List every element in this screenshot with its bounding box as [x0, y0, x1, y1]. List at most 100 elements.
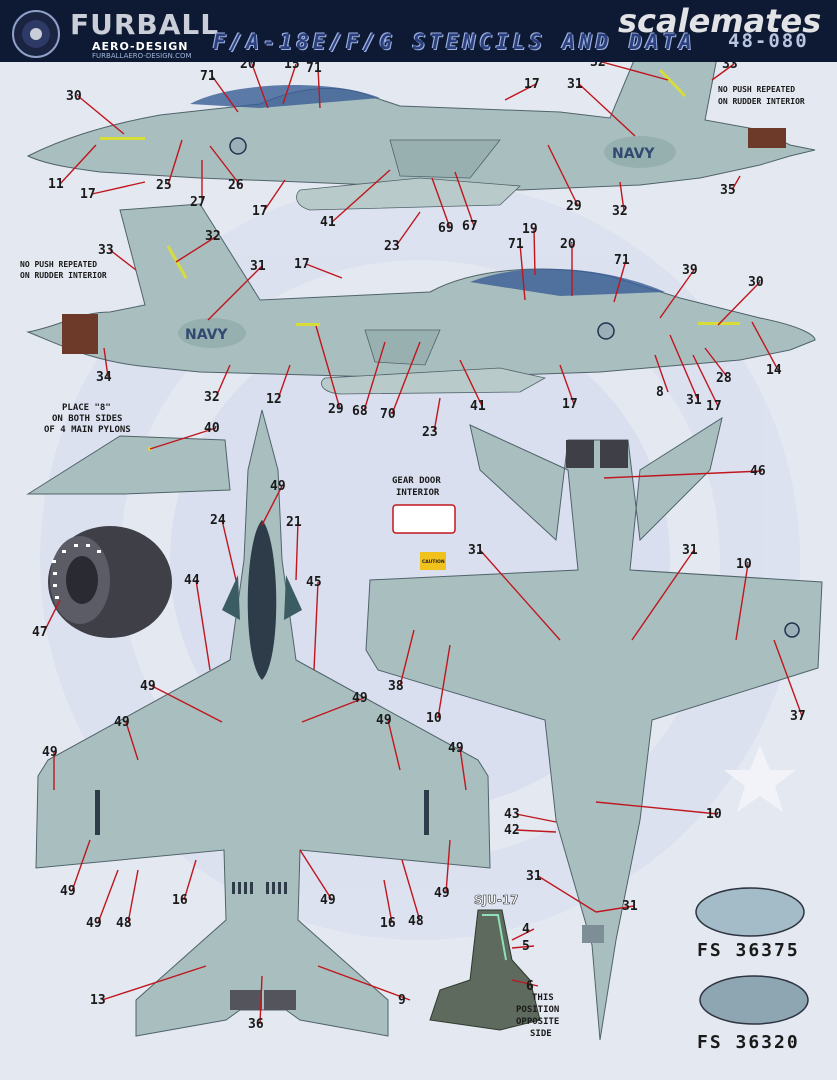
callout-leader	[305, 263, 343, 279]
callout-leader	[183, 859, 197, 901]
callout-leader	[631, 549, 695, 641]
callout-number: 31	[250, 259, 266, 274]
brand-name: FURBALL	[70, 8, 220, 41]
sheet-title: F/A-18E/F/G STENCILS AND DATA	[213, 30, 696, 54]
callout-leader	[299, 849, 333, 901]
callout-number: 23	[384, 239, 400, 254]
callout-leader	[151, 685, 223, 723]
svg-text:INTERIOR: INTERIOR	[396, 488, 440, 498]
callout-number: 49	[434, 886, 450, 901]
callout-leader	[735, 563, 749, 641]
callout-number: 26	[228, 178, 244, 193]
callout-number: 8	[656, 385, 664, 400]
callout-number: 70	[380, 407, 396, 422]
callout-leader	[317, 67, 321, 109]
callout-leader	[363, 341, 386, 412]
callout-number: 31	[622, 899, 638, 914]
callout-number: 49	[42, 745, 58, 760]
callout-leader	[603, 470, 763, 479]
callout-number: 36	[248, 1017, 264, 1032]
callout-number: 39	[682, 263, 698, 278]
callout-number: 17	[294, 257, 310, 272]
callout-number: 31	[468, 543, 484, 558]
callout-leader	[43, 599, 61, 633]
svg-text:SIDE: SIDE	[530, 1029, 552, 1039]
callout-leader	[175, 235, 218, 263]
nozzle-drawing	[48, 526, 172, 638]
side-view-lower: NAVY	[26, 203, 816, 395]
callout-leader	[547, 144, 579, 207]
callout-number: 37	[790, 709, 806, 724]
callout-leader	[211, 75, 239, 113]
callout-number: 49	[60, 884, 76, 899]
callout-leader	[215, 364, 231, 398]
callout-number: 4	[522, 922, 530, 937]
svg-text:NO PUSH REPEATED: NO PUSH REPEATED	[718, 85, 795, 94]
scalemates-watermark: scalemates	[618, 2, 822, 40]
callout-number: 6	[526, 979, 534, 994]
callout-number: 41	[320, 215, 336, 230]
callout-leader	[519, 243, 526, 301]
callout-number: 25	[156, 178, 172, 193]
swatch-label-fs36320: FS 36320	[697, 1032, 800, 1053]
plan-view-upper	[35, 409, 491, 1037]
callout-number: 46	[750, 464, 766, 479]
callout-leader	[109, 249, 137, 271]
callout-leader	[209, 145, 241, 186]
callout-leader	[578, 83, 636, 137]
callout-number: 24	[210, 513, 226, 528]
callout-number: 49	[86, 916, 102, 931]
furball-logo-icon	[12, 10, 60, 58]
callout-number: 29	[328, 402, 344, 417]
callout-number: 16	[172, 893, 188, 908]
callout-number: 31	[686, 393, 702, 408]
brand-subtitle: AERO-DESIGN	[92, 40, 189, 53]
gear-door-drawing: CAUTION	[392, 504, 456, 570]
callout-number: 10	[706, 807, 722, 822]
callout-leader	[717, 281, 761, 326]
callout-leader	[479, 549, 561, 641]
callout-number: 49	[114, 715, 130, 730]
callout-leader	[669, 334, 699, 401]
sheet-number: 48-080	[728, 30, 809, 52]
callout-number: 49	[270, 479, 286, 494]
brand-url: FURBALLAERO-DESIGN.COM	[92, 52, 192, 60]
callout-number: 34	[96, 370, 112, 385]
callout-leader	[601, 61, 669, 81]
callout-number: 29	[566, 199, 582, 214]
side-view-upper: NAVY	[26, 41, 816, 211]
callout-number: 48	[408, 914, 424, 929]
callout-number: 42	[504, 823, 520, 838]
callout-number: 69	[438, 221, 454, 236]
callout-leader	[511, 979, 539, 987]
svg-text:PLACE "8": PLACE "8"	[62, 403, 111, 413]
callout-number: 67	[462, 219, 478, 234]
callout-leader	[125, 721, 139, 761]
callout-leader	[454, 171, 475, 227]
svg-text:THIS: THIS	[532, 993, 554, 1003]
callout-number: 44	[184, 573, 200, 588]
callout-leader	[751, 321, 779, 371]
callout-number: 17	[252, 204, 268, 219]
callout-number: 16	[380, 916, 396, 931]
callout-number: 32	[205, 229, 221, 244]
callout-number: 49	[140, 679, 156, 694]
callout-leader	[127, 869, 139, 924]
callout-leader	[282, 63, 297, 105]
callout-leader	[383, 879, 393, 924]
callout-leader	[731, 175, 741, 191]
callout-leader	[504, 83, 537, 101]
callout-number: 14	[766, 363, 782, 378]
callout-leader	[263, 179, 286, 212]
callout-leader	[277, 364, 291, 400]
callout-leader	[97, 869, 119, 924]
callout-number: 71	[614, 253, 630, 268]
callout-leader	[301, 697, 365, 723]
svg-text:OF 4 MAIN PYLONS: OF 4 MAIN PYLONS	[44, 425, 131, 435]
plan-view-lower	[365, 416, 823, 1041]
callout-leader	[387, 719, 401, 771]
callout-number: 17	[562, 397, 578, 412]
callout-leader	[692, 354, 719, 407]
